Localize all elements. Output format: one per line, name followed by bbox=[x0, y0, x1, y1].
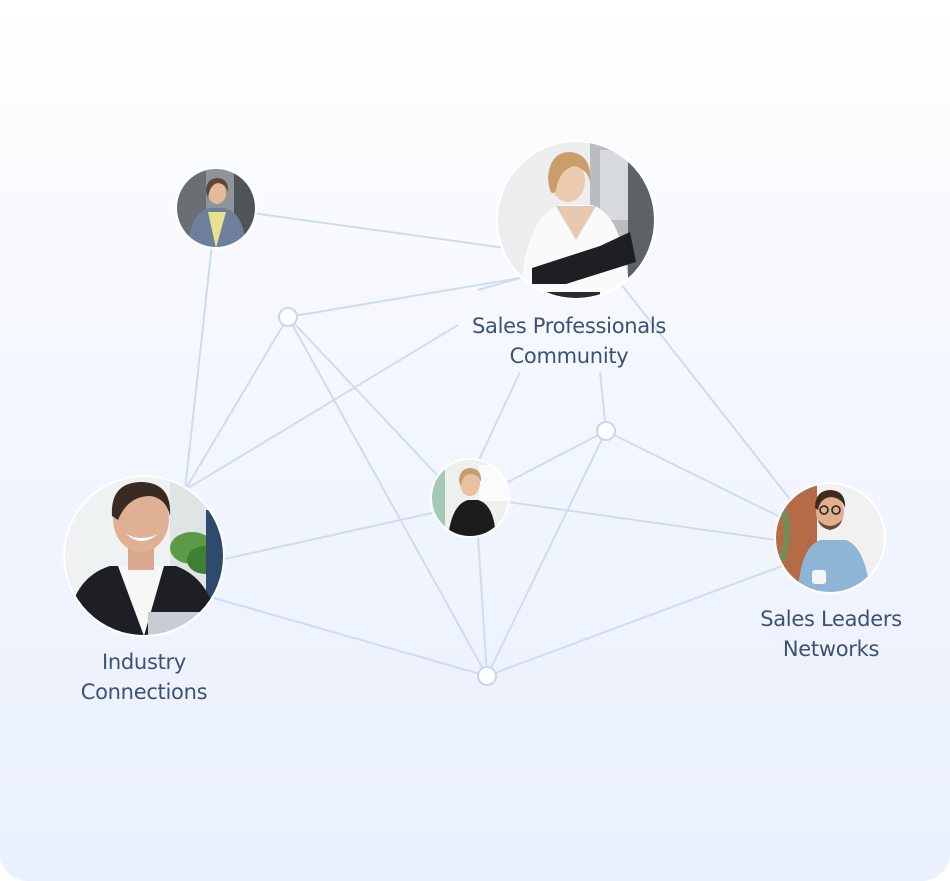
connection-lines bbox=[184, 207, 801, 677]
junction-dot bbox=[596, 421, 616, 441]
junction-dots bbox=[278, 307, 616, 686]
node-label-sales-leaders-networks: Sales Leaders Networks bbox=[760, 604, 902, 664]
label-line: Industry bbox=[102, 650, 186, 674]
label-line: Networks bbox=[782, 637, 880, 661]
junction-dot bbox=[278, 307, 298, 327]
label-line: Connections bbox=[80, 680, 208, 704]
avatar-small-center[interactable] bbox=[431, 459, 509, 537]
avatar-sales-leaders-networks[interactable] bbox=[775, 483, 885, 593]
label-line: Sales Professionals bbox=[471, 314, 667, 338]
node-label-sales-professionals-community: Sales Professionals Community bbox=[472, 311, 666, 371]
label-line: Community bbox=[509, 344, 629, 368]
junction-dot bbox=[477, 666, 497, 686]
label-line: Sales Leaders bbox=[760, 607, 902, 631]
node-label-industry-connections: Industry Connections bbox=[80, 647, 208, 707]
